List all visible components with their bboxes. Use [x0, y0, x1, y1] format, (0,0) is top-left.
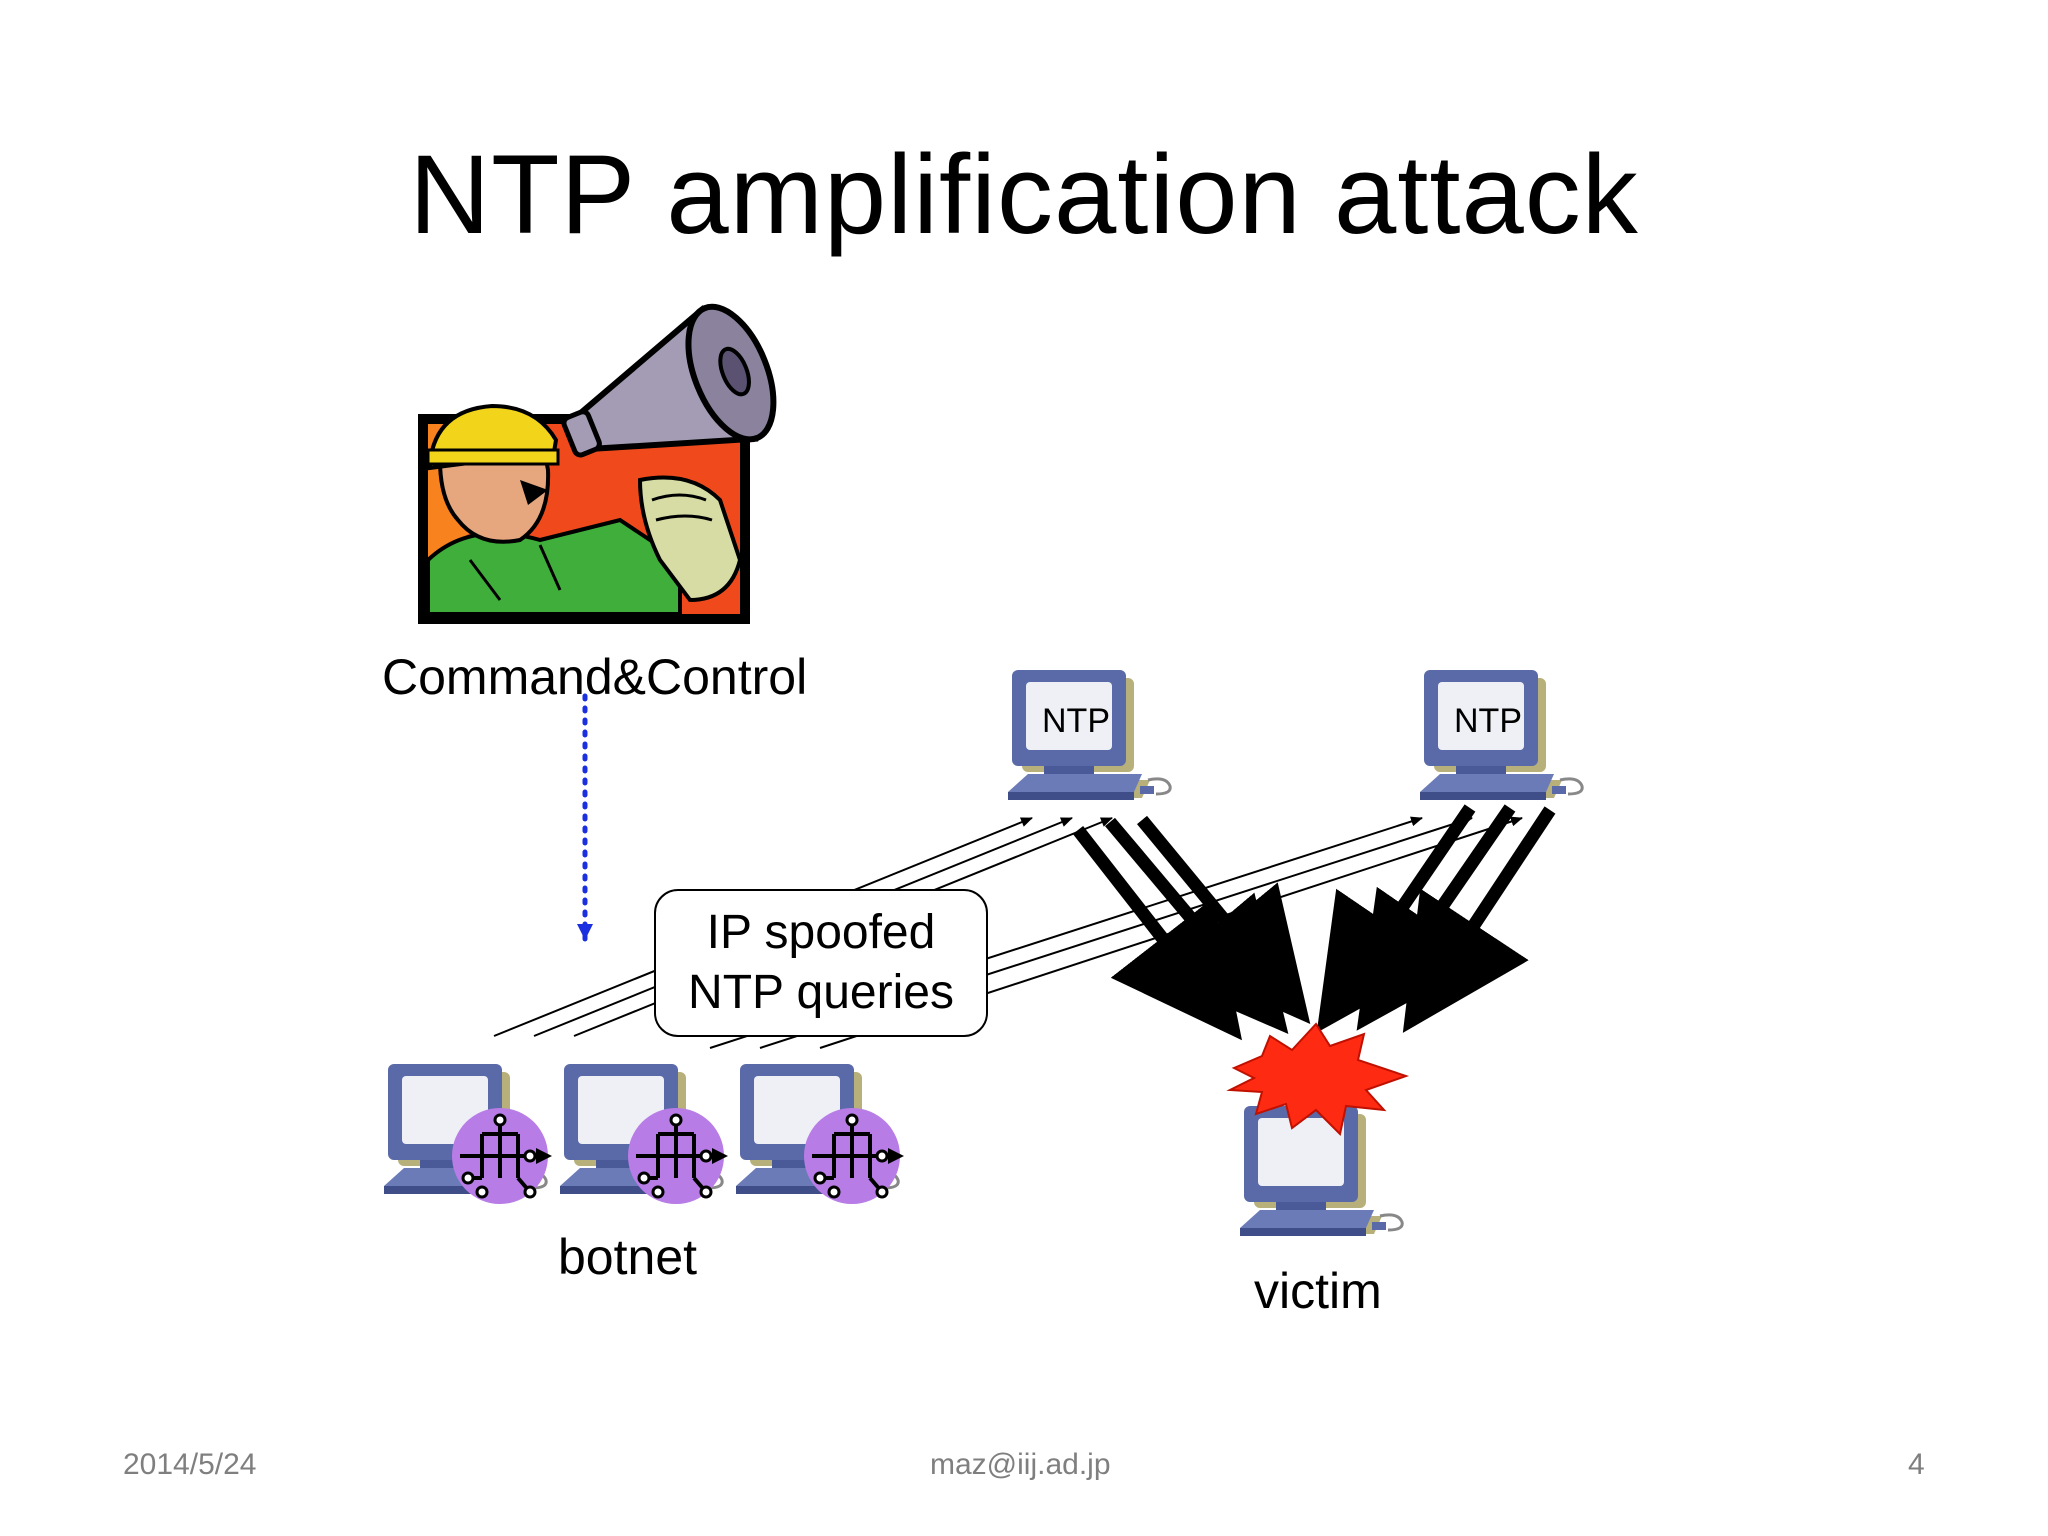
megaphone-man-icon — [418, 303, 777, 624]
bot-circuit-icon — [626, 1106, 730, 1206]
spoofed-queries-callout: IP spoofed NTP queries — [654, 889, 988, 1037]
footer-date: 2014/5/24 — [123, 1448, 257, 1481]
page-number: 4 — [1908, 1448, 1925, 1481]
bot-circuit-icon — [802, 1106, 906, 1206]
bot-circuit-icon — [450, 1106, 554, 1206]
victim-label: victim — [1254, 1263, 1382, 1319]
bot-computer-2 — [558, 1062, 730, 1206]
victim-computer — [1238, 1104, 1404, 1238]
footer-author: maz@iij.ad.jp — [930, 1448, 1111, 1481]
slide-title: NTP amplification attack — [409, 132, 1639, 257]
amplified-response-arrows — [1072, 804, 1556, 1041]
ntp-server-1: NTP — [1006, 668, 1172, 802]
callout-line-1: IP spoofed — [706, 906, 936, 959]
explosion-icon — [1226, 1022, 1410, 1137]
callout-line-2: NTP queries — [688, 966, 954, 1019]
ntp-server-1-label: NTP — [1042, 702, 1110, 740]
ntp-server-2: NTP — [1418, 668, 1584, 802]
ntp-server-2-label: NTP — [1454, 702, 1522, 740]
bot-computer-3 — [734, 1062, 906, 1206]
command-control-label: Command&Control — [382, 649, 808, 705]
botnet-label: botnet — [558, 1229, 698, 1285]
computer-icon — [1238, 1104, 1404, 1238]
bot-computer-1 — [382, 1062, 554, 1206]
